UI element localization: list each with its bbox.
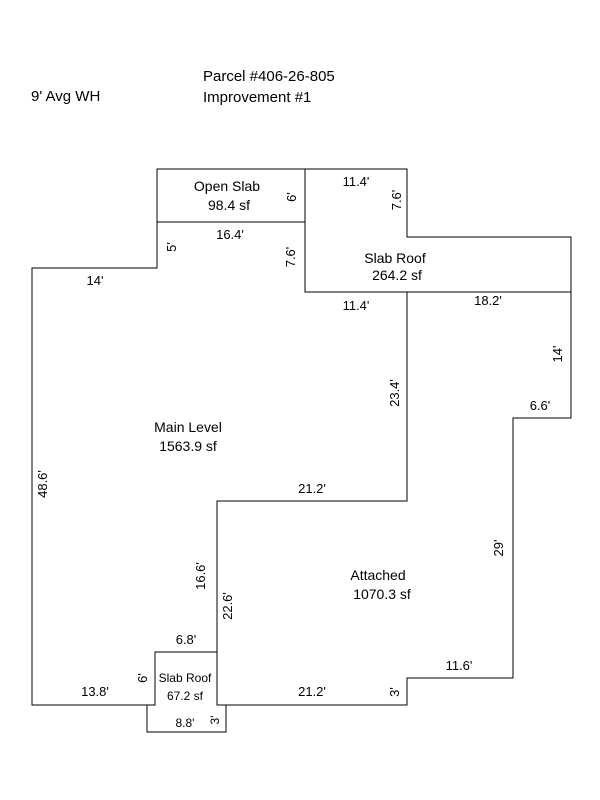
dim-att-left-upper: 16.6' (193, 562, 208, 590)
slab-roof-bottom-size: 67.2 sf (167, 689, 204, 703)
dim-open-slab-bottom: 16.4' (216, 227, 244, 242)
slab-roof-top-name: Slab Roof (364, 250, 426, 266)
slab-roof-bottom-outline (146, 651, 227, 733)
dim-main-bottom-left: 13.8' (81, 684, 109, 699)
main-level-name: Main Level (154, 419, 222, 435)
dim-main-left: 48.6' (35, 470, 50, 498)
open-slab-outline (156, 168, 306, 223)
parcel-number: Parcel #406-26-805 (203, 68, 335, 85)
dim-att-right-long: 29' (491, 540, 506, 557)
dim-sr-right: 3' (208, 716, 222, 725)
dim-att-step-top: 6.6' (530, 398, 551, 413)
dim-slab-top-right-upper: 7.6' (389, 190, 404, 211)
attached-name: Attached (350, 567, 405, 583)
dim-main-step: 5' (164, 242, 179, 252)
main-level-size: 1563.9 sf (159, 438, 217, 454)
open-slab-name: Open Slab (194, 178, 260, 194)
slab-roof-bottom-name: Slab Roof (159, 671, 212, 685)
dim-slab-top-left: 7.6' (283, 247, 298, 268)
dim-sr-bottom: 8.8' (176, 716, 195, 730)
slab-roof-top-outline (304, 168, 572, 293)
attached-outline (216, 291, 572, 706)
dim-open-slab-right: 6' (284, 192, 299, 202)
dim-att-small-right: 3' (387, 687, 402, 697)
dim-main-inner-bottom: 21.2' (298, 481, 326, 496)
dim-att-left-lower: 22.6' (220, 592, 235, 620)
dim-sr-left: 6' (135, 673, 150, 683)
wall-height-note: 9' Avg WH (31, 88, 101, 105)
dim-att-step-bottom: 11.6' (446, 658, 473, 673)
open-slab-size: 98.4 sf (208, 197, 250, 213)
dim-main-top-left: 14' (87, 273, 104, 288)
dim-slab-top-bottom-right: 18.2' (474, 293, 502, 308)
attached-size: 1070.3 sf (353, 586, 411, 602)
dim-att-right-upper: 14' (550, 346, 565, 363)
slab-roof-top-size: 264.2 sf (372, 267, 422, 283)
dim-slab-top-bottom: 11.4' (343, 298, 370, 313)
main-level-outline (31, 221, 408, 706)
improvement-label: Improvement #1 (203, 89, 312, 106)
dim-slab-top-top: 11.4' (343, 174, 370, 189)
dim-att-bottom: 21.2' (298, 684, 326, 699)
dim-sr-top: 6.8' (176, 632, 197, 647)
dim-main-right: 23.4' (387, 379, 402, 407)
